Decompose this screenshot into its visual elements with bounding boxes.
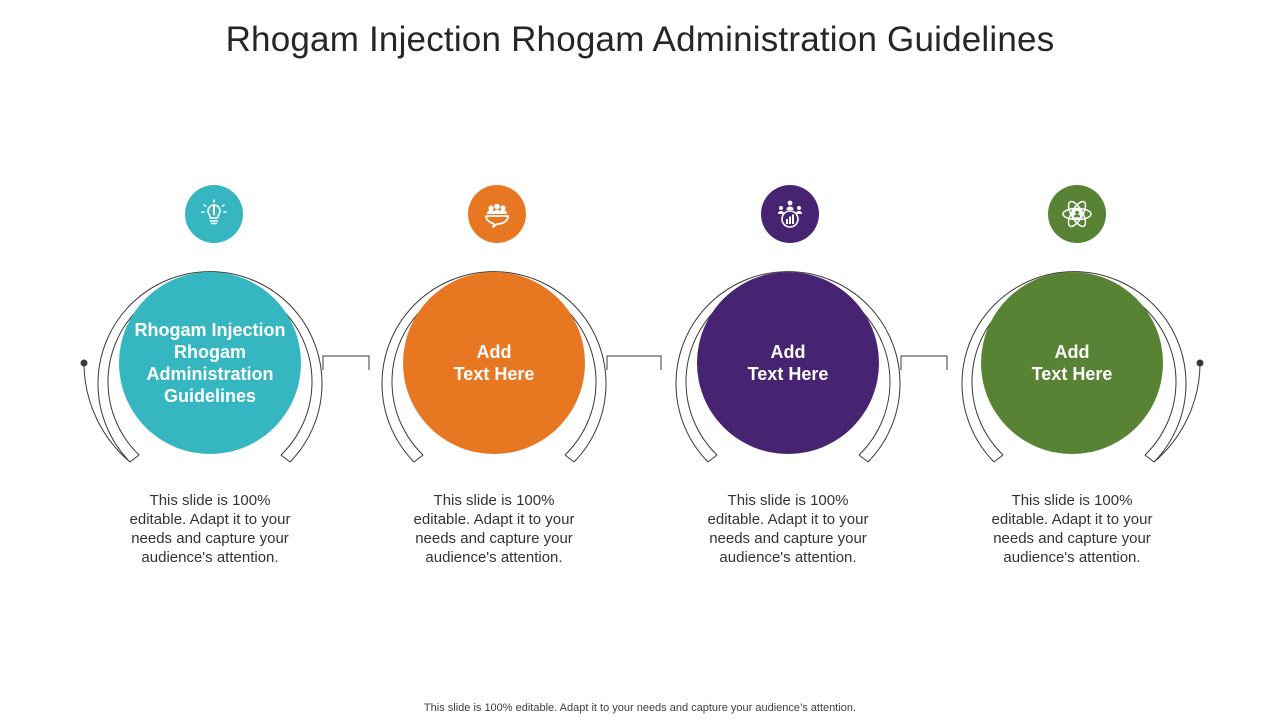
right-tail	[1153, 362, 1201, 463]
step-1-description: This slide is 100% editable. Adapt it to…	[129, 492, 291, 566]
step-1-left-cap	[129, 454, 140, 463]
left-tail	[83, 362, 131, 463]
step-4-outer-arc	[961, 271, 1187, 463]
left-end-dot	[80, 359, 88, 367]
junction-2	[606, 355, 662, 370]
slide-footer: This slide is 100% editable. Adapt it to…	[423, 702, 857, 714]
team-analytics-icon	[778, 200, 802, 228]
step-3-circle: Add Text Here	[697, 272, 879, 454]
right-end-dot	[1196, 359, 1204, 367]
step-2-icon-badge	[468, 185, 526, 243]
junction-3	[900, 355, 948, 370]
step-2-description: This slide is 100% editable. Adapt it to…	[413, 492, 575, 566]
atom-user-icon	[1062, 200, 1092, 228]
step-1-outer-arc	[97, 271, 323, 463]
step-4-description: This slide is 100% editable. Adapt it to…	[991, 492, 1153, 566]
step-1-icon-badge	[185, 185, 243, 243]
step-3-description: This slide is 100% editable. Adapt it to…	[707, 492, 869, 566]
step-1-circle: Rhogam Injection Rhogam Administration G…	[119, 272, 301, 454]
step-2-circle: Add Text Here	[403, 272, 585, 454]
team-chat-icon	[485, 203, 509, 228]
slide-title: Rhogam Injection Rhogam Administration G…	[225, 20, 1055, 59]
step-2-outer-arc	[381, 271, 607, 463]
step-3-icon-badge	[761, 185, 819, 243]
step-1-right-cap	[280, 454, 291, 463]
step-4-circle: Add Text Here	[981, 272, 1163, 454]
step-3-outer-arc	[675, 271, 901, 463]
junction-1	[322, 355, 370, 370]
step-4-icon-badge	[1048, 185, 1106, 243]
lightbulb-pencil-icon	[201, 199, 227, 225]
